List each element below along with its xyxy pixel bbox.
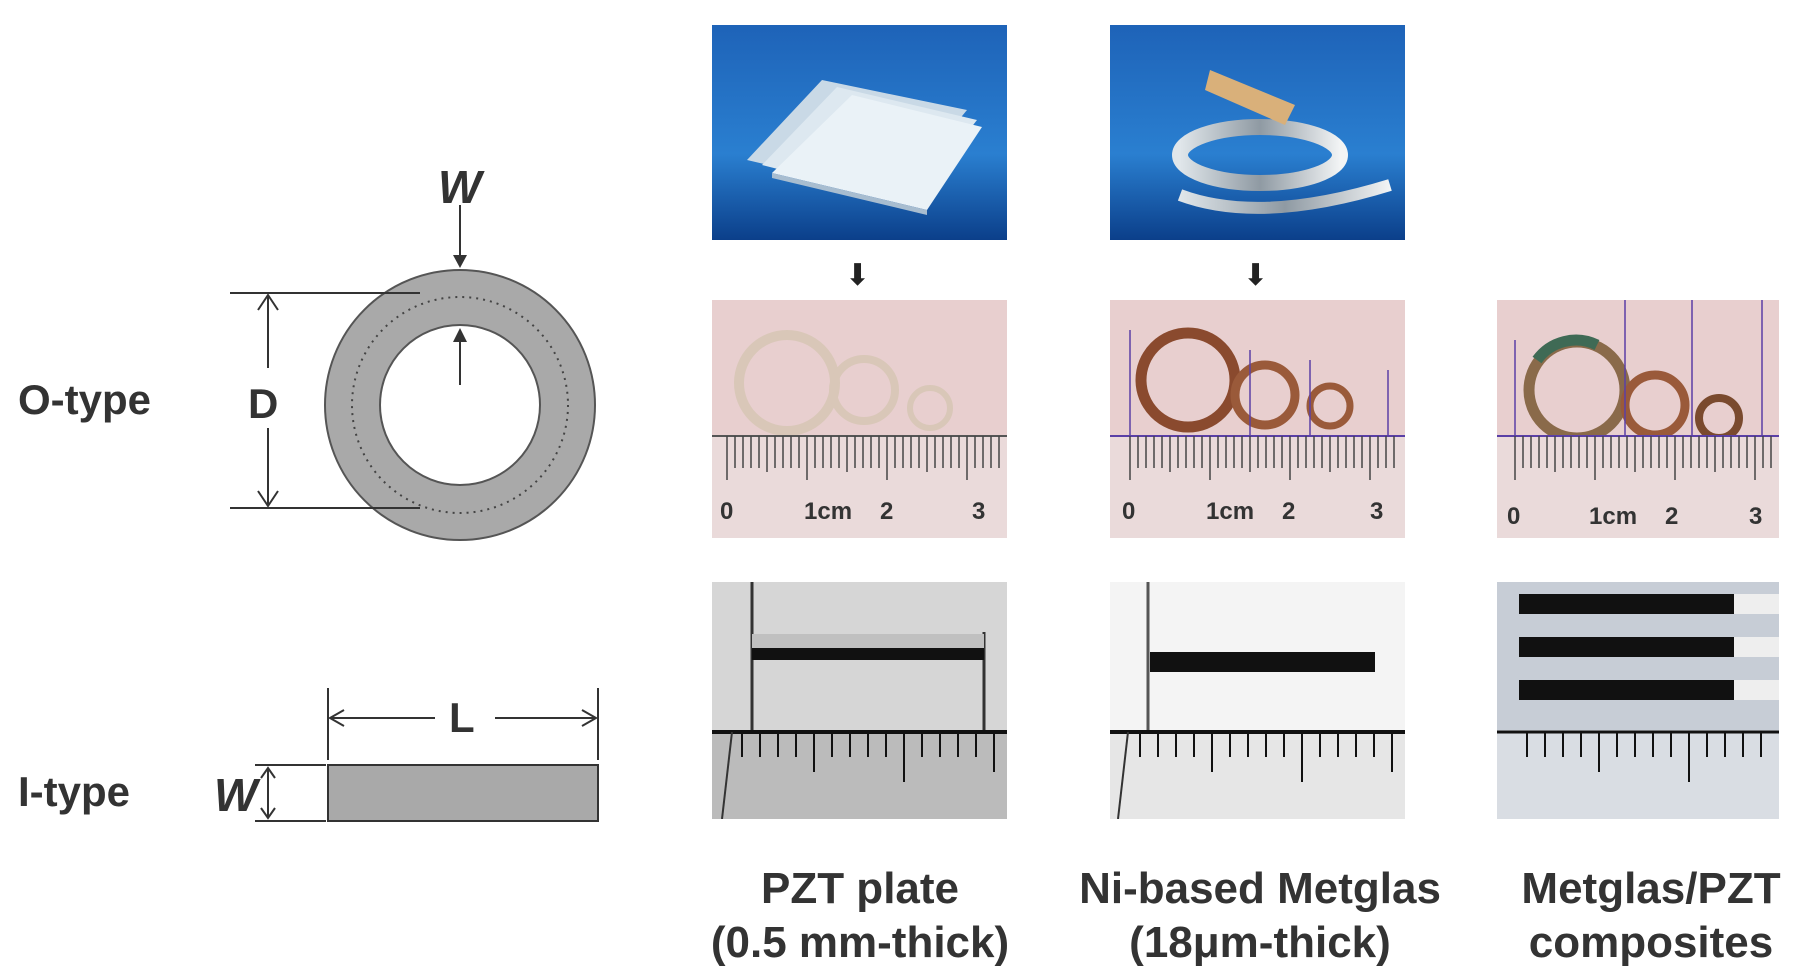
ruler-label-2: 2 xyxy=(1282,498,1296,525)
w-label-ring: W xyxy=(438,161,482,213)
ruler-label-1cm: 1cm xyxy=(1206,498,1255,525)
caption-composite-line2: composites xyxy=(1528,918,1774,967)
ruler-label-2: 2 xyxy=(880,498,894,525)
caption-composite-line1: Metglas/PZT xyxy=(1521,864,1781,913)
caption-pzt-line1: PZT plate xyxy=(760,864,960,913)
ruler-label-1cm: 1cm xyxy=(804,498,853,525)
d-label: D xyxy=(248,380,279,427)
caption-metglas: Ni-based Metglas (18μm-thick) xyxy=(1055,862,1465,970)
metglas-rings-photo: 0 1cm 2 3 xyxy=(1110,300,1405,538)
i-type-label: I-type xyxy=(18,768,131,815)
ruler-label-0: 0 xyxy=(1122,498,1136,525)
ruler-label-3: 3 xyxy=(1370,498,1384,525)
l-label: L xyxy=(449,694,475,741)
ruler-label-1cm: 1cm xyxy=(1589,503,1638,530)
ruler-ticks xyxy=(726,436,1000,480)
caption-composite: Metglas/PZT composites xyxy=(1503,862,1799,970)
o-type-label: O-type xyxy=(18,376,152,423)
caption-metglas-line1: Ni-based Metglas xyxy=(1079,864,1441,913)
w-label-bar: W xyxy=(214,769,258,821)
caption-pzt: PZT plate (0.5 mm-thick) xyxy=(680,862,1040,970)
pzt-bar-photo xyxy=(712,582,1007,819)
down-arrow-pzt: ⬇ xyxy=(845,258,871,293)
caption-metglas-line2: (18μm-thick) xyxy=(1129,918,1391,967)
metglas-ribbon-photo xyxy=(1110,25,1405,240)
pzt-rings-photo: 0 1cm 2 3 xyxy=(712,300,1007,538)
ruler-label-0: 0 xyxy=(720,498,734,525)
ruler-label-0: 0 xyxy=(1507,503,1521,530)
ruler-label-3: 3 xyxy=(1749,503,1763,530)
metglas-bar-photo xyxy=(1110,582,1405,819)
i-type-bar xyxy=(327,764,599,822)
composite-rings-photo: 0 1cm 2 3 xyxy=(1497,300,1779,538)
o-type-ring xyxy=(324,269,596,541)
ruler-label-2: 2 xyxy=(1665,503,1679,530)
down-arrow-metglas: ⬇ xyxy=(1243,258,1269,293)
caption-pzt-line2: (0.5 mm-thick) xyxy=(710,918,1010,967)
pzt-plate-photo xyxy=(712,25,1007,240)
composite-bar-photo xyxy=(1497,582,1779,819)
ruler-label-3: 3 xyxy=(972,498,986,525)
schematic-diagram xyxy=(206,205,599,822)
